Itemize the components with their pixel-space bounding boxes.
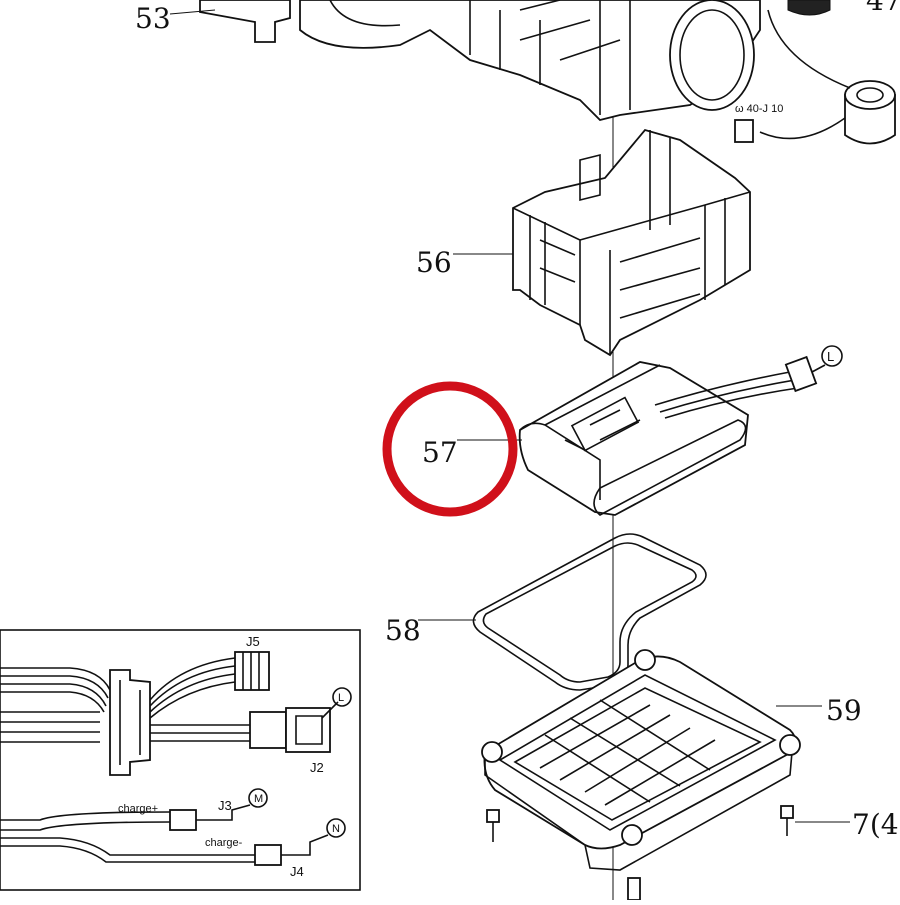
callout-7: 7(4	[852, 808, 899, 841]
inset-circle-l: L	[338, 692, 344, 704]
screw-left	[486, 809, 500, 842]
inset-circle-m: M	[254, 793, 263, 805]
callout-47: 47	[866, 0, 900, 17]
part-59-base-tray	[481, 649, 801, 871]
sensor-label: ω 40-J 10	[735, 103, 783, 115]
screw-bottom	[627, 877, 641, 901]
inset-label-charge-minus: charge-	[205, 837, 243, 849]
highlight-circle	[382, 381, 518, 517]
sensor-buzzer	[734, 9, 896, 145]
callout-53: 53	[135, 2, 171, 35]
part-58-gasket	[472, 533, 707, 691]
inset-label-j5: J5	[246, 634, 260, 649]
inset-label-charge-plus: charge+	[118, 803, 158, 815]
callout-56: 56	[416, 246, 452, 279]
part-53-bracket	[169, 0, 291, 43]
inset-circle-n: N	[332, 823, 340, 835]
callout-57: 57	[422, 436, 458, 469]
part-56-cage	[512, 128, 751, 357]
inset-label-j3: J3	[218, 798, 232, 813]
callout-58: 58	[385, 614, 421, 647]
upper-housing	[299, 0, 761, 121]
inset-label-j2: J2	[310, 760, 324, 775]
inset-label-j4: J4	[290, 864, 304, 879]
screw-right	[780, 805, 794, 836]
part-57-battery-pack	[518, 345, 843, 516]
wiring-inset	[0, 629, 361, 891]
part-47-knob	[787, 0, 831, 16]
connector-label-l: L	[827, 349, 834, 364]
callout-59: 59	[826, 694, 862, 727]
